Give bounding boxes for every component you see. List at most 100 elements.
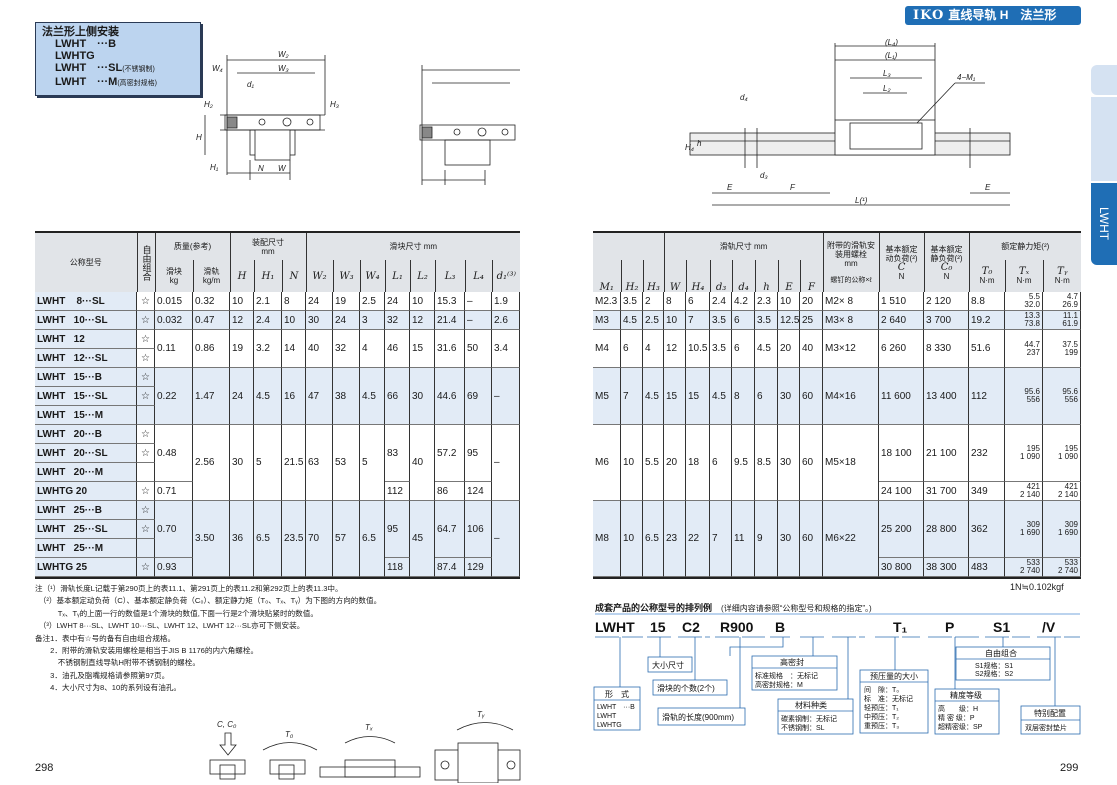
table-cell: 31 700 bbox=[924, 482, 969, 501]
table-cell: 95 bbox=[385, 501, 410, 558]
table-cell: 2 640 bbox=[879, 311, 924, 330]
svg-text:W₂: W₂ bbox=[278, 50, 289, 59]
svg-text:H₃: H₃ bbox=[330, 100, 339, 109]
table-cell: 5.5 bbox=[643, 425, 664, 501]
table-cell: 30 800 bbox=[879, 558, 924, 577]
table-cell: 0.71 bbox=[155, 482, 193, 501]
moment-arrow-icon bbox=[262, 742, 318, 751]
table-cell: 13 400 bbox=[924, 368, 969, 425]
series-line: LWHT ···SL(不锈钢制) bbox=[55, 62, 155, 74]
svg-text:H₄: H₄ bbox=[685, 143, 694, 152]
table-cell: 11.1 61.9 bbox=[1043, 311, 1081, 330]
table-cell: M4 bbox=[593, 330, 621, 368]
table-cell: 6 bbox=[732, 330, 755, 368]
model-name: LWHT 20···SL bbox=[35, 444, 137, 463]
table-cell: 14 bbox=[282, 330, 306, 368]
table-cell: 51.6 bbox=[969, 330, 1005, 368]
free-combo-star: ☆ bbox=[137, 292, 155, 311]
free-combo-star: ☆ bbox=[137, 520, 155, 539]
code-preload: T₁ bbox=[893, 619, 908, 635]
free-combo-star: ☆ bbox=[137, 482, 155, 501]
table-cell: 0.70 bbox=[155, 501, 193, 558]
table-cell: M6×22 bbox=[823, 501, 879, 577]
col-0: M₁ bbox=[593, 260, 622, 293]
table-cell: 57 bbox=[333, 501, 360, 577]
table-cell: 2.6 bbox=[492, 311, 520, 330]
model-name: LWHT 10···SL bbox=[35, 311, 137, 330]
svg-text:中预压：T₂: 中预压：T₂ bbox=[864, 712, 899, 721]
table-cell: 1.47 bbox=[193, 368, 230, 425]
col-3: W₂ bbox=[306, 260, 334, 292]
table-cell: 4.5 bbox=[254, 368, 282, 425]
table-cell: 2.4 bbox=[710, 292, 732, 311]
table-cell: 15 bbox=[664, 368, 686, 425]
table-cell: 5.5 32.0 bbox=[1005, 292, 1043, 311]
col-0: H bbox=[230, 260, 255, 292]
col-static-moment: 额定静力矩(²) bbox=[969, 233, 1082, 260]
table-cell: M3×12 bbox=[823, 330, 879, 368]
table-cell: 95.6 556 bbox=[1043, 368, 1081, 425]
col-7: h bbox=[755, 260, 779, 293]
unit-note: 1N≒0.102kgf bbox=[1010, 582, 1064, 592]
svg-text:超精密级：SP: 超精密级：SP bbox=[938, 722, 983, 731]
table-cell: 6 260 bbox=[879, 330, 924, 368]
table-cell: 8.5 bbox=[755, 425, 778, 501]
code-blocks: C2 bbox=[682, 619, 700, 635]
svg-text:L(¹): L(¹) bbox=[855, 196, 868, 205]
table-cell: 44.7 237 bbox=[1005, 330, 1043, 368]
table-cell: 309 1 690 bbox=[1043, 501, 1081, 558]
table-cell: 46 bbox=[385, 330, 410, 368]
col-1: H₂ bbox=[621, 260, 644, 293]
moment-arrow-icon bbox=[456, 722, 514, 731]
table-cell: 3 700 bbox=[924, 311, 969, 330]
table-cell: 2.5 bbox=[643, 311, 664, 330]
svg-text:S1规格：S1: S1规格：S1 bbox=[975, 661, 1013, 670]
table-cell: 533 2 740 bbox=[1043, 558, 1081, 577]
table-cell: 47 bbox=[306, 368, 333, 425]
free-combo-star bbox=[137, 539, 155, 558]
table-cell: 20 bbox=[664, 425, 686, 501]
svg-text:d₄: d₄ bbox=[740, 93, 748, 102]
table-cell: 16 bbox=[282, 368, 306, 425]
code-length: R900 bbox=[720, 619, 754, 635]
table-cell: 31.6 bbox=[435, 330, 465, 368]
table-cell: 10 bbox=[621, 425, 643, 501]
table-cell: 6 bbox=[621, 330, 643, 368]
svg-text:标 准：无标记: 标 准：无标记 bbox=[864, 694, 913, 703]
table-cell: 2.56 bbox=[193, 425, 230, 501]
svg-text:LWHT: LWHT bbox=[597, 713, 617, 720]
table-cell: 7 bbox=[621, 368, 643, 425]
footnotes: 注（¹）滑轨长度L记载于第290页上的表11.1、第291页上的表11.2和第2… bbox=[35, 584, 382, 693]
table-cell: 1 510 bbox=[879, 292, 924, 311]
side-tab-lwht[interactable]: LWHT bbox=[1091, 183, 1117, 265]
table-cell: M2.3 bbox=[593, 292, 621, 311]
table-cell: 30 bbox=[778, 501, 800, 577]
table-cell: 70 bbox=[306, 501, 333, 577]
code-size: 15 bbox=[650, 619, 666, 635]
svg-text:Tₓ: Tₓ bbox=[365, 723, 373, 732]
table-cell: 19 bbox=[333, 292, 360, 311]
iko-logo: IKO bbox=[913, 8, 945, 23]
table-cell: 63 bbox=[306, 425, 333, 501]
table-cell: M6 bbox=[593, 425, 621, 501]
table-cell: 10 bbox=[621, 501, 643, 577]
col-4: H₄ bbox=[686, 260, 711, 293]
svg-text:自由组合: 自由组合 bbox=[985, 648, 1017, 658]
table-cell: 4 bbox=[643, 330, 664, 368]
table-cell: 36 bbox=[230, 501, 254, 577]
side-tab[interactable] bbox=[1091, 97, 1117, 181]
side-tab[interactable] bbox=[1091, 65, 1117, 95]
table-cell: 13.3 73.8 bbox=[1005, 311, 1043, 330]
col-rail-kgm: 滑轨 kg/m bbox=[193, 260, 231, 292]
free-combo-star bbox=[137, 406, 155, 425]
svg-text:标准规格 ：无标记: 标准规格 ：无标记 bbox=[755, 671, 818, 680]
table-cell: 24 bbox=[385, 292, 410, 311]
svg-text:高密封规格：M: 高密封规格：M bbox=[755, 680, 803, 689]
svg-text:E: E bbox=[985, 183, 991, 192]
table-cell: 30 bbox=[306, 311, 333, 330]
model-name: LWHTG 20 bbox=[35, 482, 137, 501]
